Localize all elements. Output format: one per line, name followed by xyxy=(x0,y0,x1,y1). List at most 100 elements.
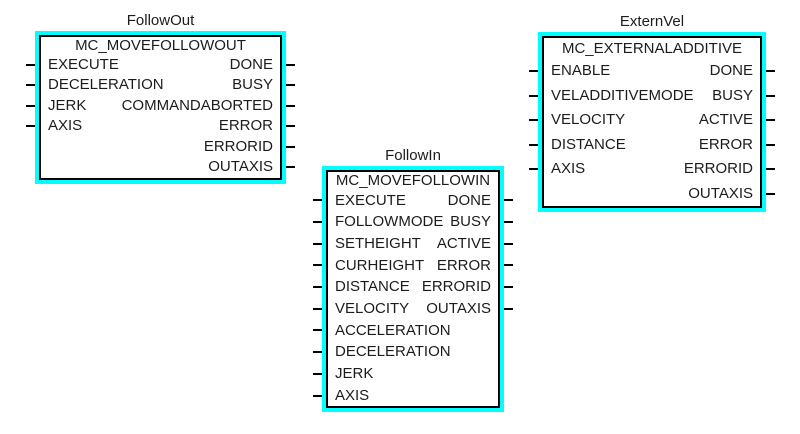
input-label: AXIS xyxy=(48,117,83,134)
block-row: AXIS ERRORID xyxy=(529,157,775,182)
output-pin[interactable] xyxy=(504,307,513,310)
input-pin[interactable] xyxy=(529,143,538,146)
input-pin[interactable] xyxy=(313,329,322,332)
output-label: ERRORID xyxy=(421,278,491,296)
block-row: OUTAXIS xyxy=(544,182,775,207)
output-pin[interactable] xyxy=(504,242,513,245)
input-pin[interactable] xyxy=(529,168,538,171)
block-row: DISTANCE ERRORID xyxy=(313,276,513,298)
output-pin[interactable] xyxy=(286,125,295,128)
input-pin[interactable] xyxy=(313,199,322,202)
output-pin[interactable] xyxy=(766,119,775,122)
block-row: JERK xyxy=(313,363,498,385)
output-pin[interactable] xyxy=(766,192,775,195)
output-label: ERROR xyxy=(436,256,491,274)
instance-name: FollowOut xyxy=(126,12,195,29)
input-label: EXECUTE xyxy=(48,55,119,73)
output-pin[interactable] xyxy=(286,166,295,169)
input-label: DISTANCE xyxy=(551,135,626,153)
input-pin[interactable] xyxy=(26,104,35,107)
block-row: CURHEIGHT ERROR xyxy=(313,255,513,277)
output-label: ERRORID xyxy=(203,137,273,155)
output-pin[interactable] xyxy=(504,221,513,224)
input-label: ENABLE xyxy=(551,62,611,79)
input-label: DECELERATION xyxy=(48,76,164,93)
output-pin[interactable] xyxy=(286,84,295,87)
input-label: JERK xyxy=(48,96,87,114)
input-pin[interactable] xyxy=(313,351,322,354)
block-frame: MC_EXTERNALADDITIVE ENABLE DONE VELADDITIV… xyxy=(529,36,775,208)
input-label: JERK xyxy=(335,365,374,382)
input-pin[interactable] xyxy=(26,63,35,66)
block-row: ERRORID xyxy=(41,137,295,158)
block-row: DECELERATION xyxy=(313,341,498,363)
output-pin[interactable] xyxy=(504,199,513,202)
output-pin[interactable] xyxy=(766,70,775,73)
output-label: DONE xyxy=(447,191,491,209)
output-label: ACTIVE xyxy=(436,234,491,252)
output-label: ACTIVE xyxy=(698,111,753,128)
output-pin[interactable] xyxy=(766,168,775,171)
output-pin[interactable] xyxy=(286,145,295,148)
block-type-name: MC_MOVEFOLLOWOUT xyxy=(75,37,246,54)
block-row: AXIS xyxy=(313,385,498,407)
block-row: ENABLE DONE xyxy=(529,59,775,84)
input-pin[interactable] xyxy=(313,264,322,267)
function-block-followout[interactable]: FollowOut MC_MOVEFOLLOWOUT EXECUTE DONE DE… xyxy=(26,13,295,184)
input-label: VELOCITY xyxy=(335,299,410,317)
output-pin[interactable] xyxy=(766,143,775,146)
output-pin[interactable] xyxy=(286,63,295,66)
input-pin[interactable] xyxy=(313,394,322,397)
input-pin[interactable] xyxy=(26,84,35,87)
output-label: OUTAXIS xyxy=(426,299,491,317)
output-label: ERROR xyxy=(218,117,273,134)
output-label: BUSY xyxy=(450,213,491,231)
input-label: AXIS xyxy=(335,386,370,404)
input-pin[interactable] xyxy=(529,70,538,73)
input-pin[interactable] xyxy=(313,221,322,224)
input-pin[interactable] xyxy=(313,242,322,245)
input-label: AXIS xyxy=(551,160,586,177)
block-frame: MC_MOVEFOLLOWOUT EXECUTE DONE DECELERATION… xyxy=(26,35,295,180)
output-label: DONE xyxy=(709,62,753,79)
input-pin[interactable] xyxy=(313,286,322,289)
output-label: BUSY xyxy=(232,76,273,93)
input-pin[interactable] xyxy=(26,125,35,128)
output-label: ERROR xyxy=(698,135,753,153)
instance-name: ExternVel xyxy=(619,13,685,30)
input-pin[interactable] xyxy=(529,94,538,97)
output-label: ERRORID xyxy=(683,160,753,177)
input-label: VELADDITIVEMODE xyxy=(551,86,694,104)
block-type-name: MC_MOVEFOLLOWIN xyxy=(335,172,491,189)
input-pin[interactable] xyxy=(313,372,322,375)
input-label: ACCELERATION xyxy=(335,321,451,339)
block-row: EXECUTE DONE xyxy=(26,55,295,76)
block-type-name: MC_EXTERNALADDITIVE xyxy=(561,40,743,57)
input-label: DECELERATION xyxy=(335,343,451,361)
block-row: DECELERATION BUSY xyxy=(26,75,295,96)
output-label: DONE xyxy=(229,55,273,73)
output-pin[interactable] xyxy=(504,264,513,267)
block-row: DISTANCE ERROR xyxy=(529,133,775,158)
output-pin[interactable] xyxy=(504,286,513,289)
output-label: OUTAXIS xyxy=(208,158,273,175)
block-row: AXIS ERROR xyxy=(26,116,295,137)
input-label: SETHEIGHT xyxy=(335,234,421,252)
block-row: ACCELERATION xyxy=(313,320,498,342)
input-label: CURHEIGHT xyxy=(335,256,425,274)
output-pin[interactable] xyxy=(286,104,295,107)
input-pin[interactable] xyxy=(529,119,538,122)
function-block-externvel[interactable]: ExternVel MC_EXTERNALADDITIVE ENABLE DONE… xyxy=(529,14,775,212)
input-pin[interactable] xyxy=(313,307,322,310)
input-label: DISTANCE xyxy=(335,278,410,296)
input-label: FOLLOWMODE xyxy=(335,213,444,231)
output-pin[interactable] xyxy=(766,94,775,97)
block-row: FOLLOWMODE BUSY xyxy=(313,211,513,233)
